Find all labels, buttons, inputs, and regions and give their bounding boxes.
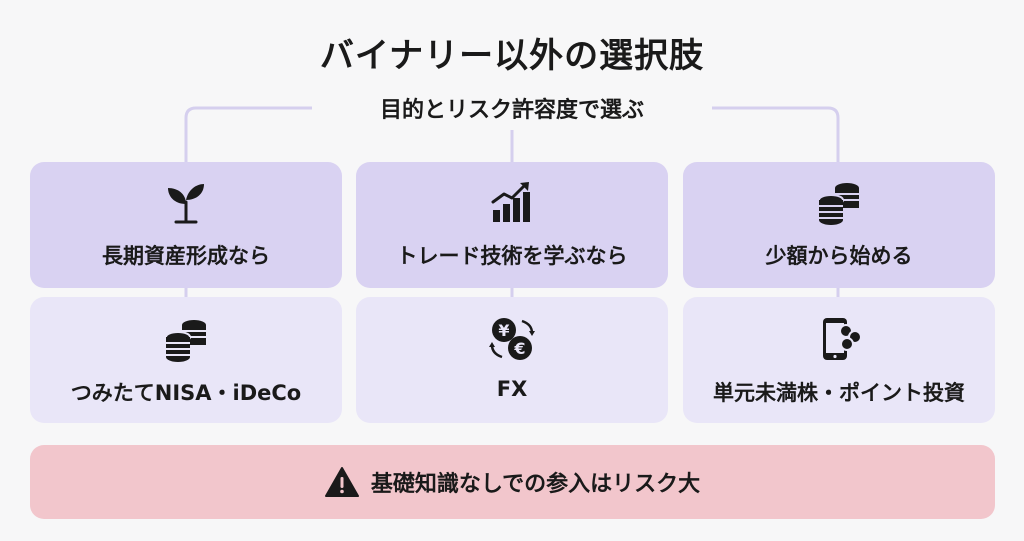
option-label: つみたてNISA・iDeCo [70,381,302,405]
goal-label: 長期資産形成なら [102,244,270,268]
risk-warning-banner: 基礎知識なしでの参入はリスク大 [30,445,995,519]
goal-card-long-term: 長期資産形成なら [30,162,342,288]
warning-triangle-icon [324,467,359,497]
option-label: FX [496,377,528,401]
subtitle: 目的とリスク許容度で選ぶ [312,92,712,124]
smartphone-coins-icon [823,318,862,360]
svg-text:€: € [513,339,525,358]
coin-stack-icon [818,183,859,225]
option-card-fx: ¥ € FX [356,297,668,423]
svg-text:¥: ¥ [498,321,509,340]
goal-label: 少額から始める [765,244,913,268]
sprout-icon [168,184,204,224]
option-card-nisa: つみたてNISA・iDeCo [30,297,342,423]
goal-card-trading: トレード技術を学ぶなら [356,162,668,288]
currency-exchange-icon: ¥ € [489,318,535,360]
option-card-fractional-shares: 単元未満株・ポイント投資 [683,297,995,423]
goal-label: トレード技術を学ぶなら [396,244,628,268]
goal-card-small-start: 少額から始める [683,162,995,288]
option-label: 単元未満株・ポイント投資 [713,381,965,405]
warning-text: 基礎知識なしでの参入はリスク大 [370,472,701,497]
bar-chart-growth-icon [491,182,530,222]
coin-stack-icon [165,320,206,362]
page-title: バイナリー以外の選択肢 [319,36,705,76]
